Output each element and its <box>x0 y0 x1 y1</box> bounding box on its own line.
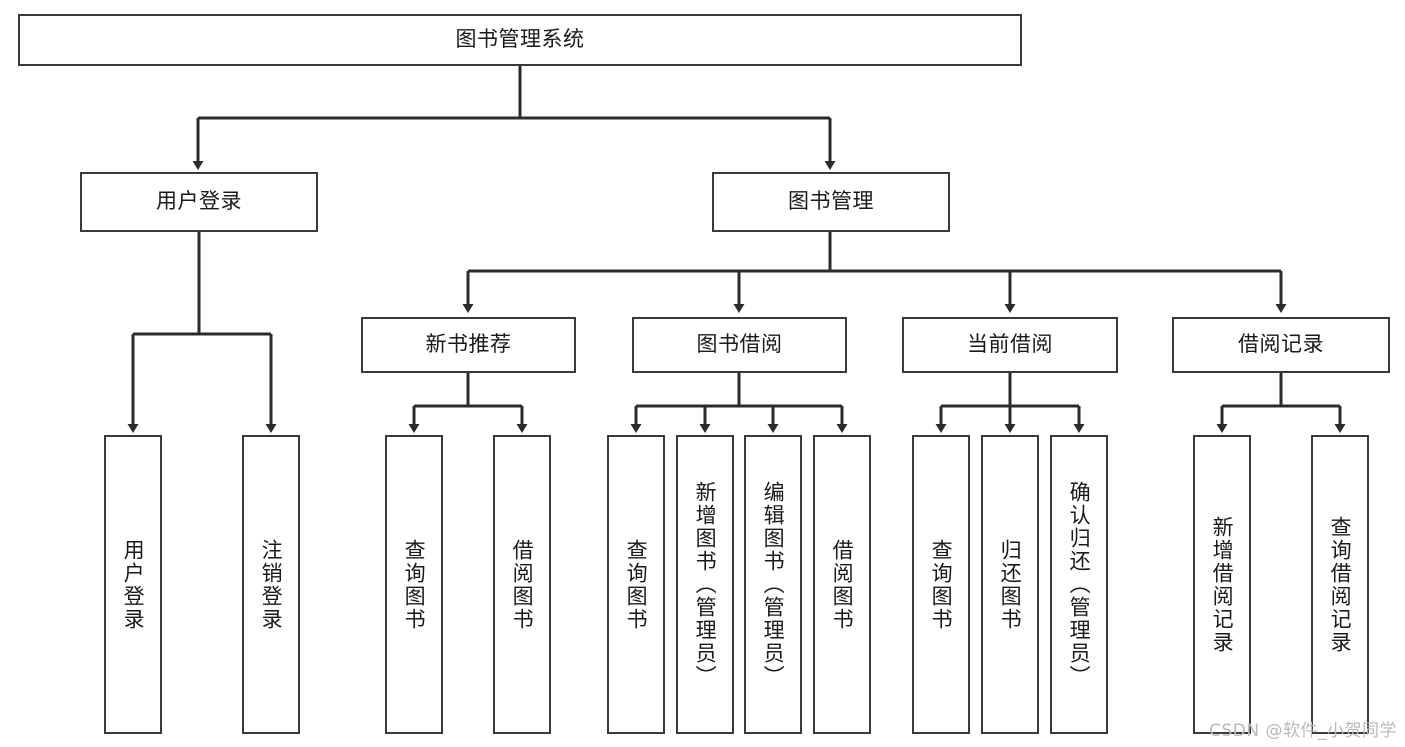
node-leaf-query-book-3[interactable]: 查询图书 <box>912 435 970 734</box>
node-leaf-add-book-label: 新增图书（管理员） <box>693 481 718 688</box>
node-leaf-query-record[interactable]: 查询借阅记录 <box>1311 435 1369 734</box>
node-leaf-user-logout[interactable]: 注销登录 <box>242 435 300 734</box>
node-leaf-confirm-return-label: 确认归还（管理员） <box>1067 481 1092 688</box>
node-leaf-query-book-1-label: 查询图书 <box>402 538 427 631</box>
node-leaf-user-login[interactable]: 用户登录 <box>104 435 162 734</box>
node-new-book-rec[interactable]: 新书推荐 <box>361 317 576 373</box>
node-leaf-add-record[interactable]: 新增借阅记录 <box>1193 435 1251 734</box>
node-new-book-rec-label: 新书推荐 <box>425 332 512 357</box>
node-leaf-user-logout-label: 注销登录 <box>259 538 284 631</box>
node-leaf-user-login-label: 用户登录 <box>121 538 146 631</box>
node-book-borrow[interactable]: 图书借阅 <box>632 317 847 373</box>
node-borrow-record-label: 借阅记录 <box>1238 332 1324 357</box>
node-leaf-borrow-book-2-label: 借阅图书 <box>830 538 855 631</box>
node-borrow-record[interactable]: 借阅记录 <box>1172 317 1390 373</box>
csdn-watermark: CSDN @软件_小贺同学 <box>1209 721 1397 741</box>
node-root[interactable]: 图书管理系统 <box>18 14 1022 66</box>
node-leaf-confirm-return[interactable]: 确认归还（管理员） <box>1050 435 1108 734</box>
node-leaf-return-book-label: 归还图书 <box>998 538 1023 631</box>
node-book-borrow-label: 图书借阅 <box>696 332 783 357</box>
node-root-label: 图书管理系统 <box>455 27 585 52</box>
node-current-borrow[interactable]: 当前借阅 <box>902 317 1118 373</box>
node-leaf-borrow-book-2[interactable]: 借阅图书 <box>813 435 871 734</box>
node-leaf-query-book-3-label: 查询图书 <box>929 538 954 631</box>
node-leaf-return-book[interactable]: 归还图书 <box>981 435 1039 734</box>
node-leaf-borrow-book-1-label: 借阅图书 <box>510 538 535 631</box>
node-current-borrow-label: 当前借阅 <box>967 332 1053 357</box>
node-user-login-label: 用户登录 <box>156 189 242 214</box>
node-leaf-edit-book[interactable]: 编辑图书（管理员） <box>744 435 802 734</box>
node-book-manage[interactable]: 图书管理 <box>712 172 950 232</box>
node-leaf-query-record-label: 查询借阅记录 <box>1328 515 1353 654</box>
node-leaf-query-book-2-label: 查询图书 <box>624 538 649 631</box>
node-leaf-query-book-1[interactable]: 查询图书 <box>385 435 443 734</box>
node-leaf-add-book[interactable]: 新增图书（管理员） <box>676 435 734 734</box>
node-user-login[interactable]: 用户登录 <box>80 172 318 232</box>
node-leaf-query-book-2[interactable]: 查询图书 <box>607 435 665 734</box>
node-leaf-add-record-label: 新增借阅记录 <box>1210 515 1235 654</box>
node-leaf-borrow-book-1[interactable]: 借阅图书 <box>493 435 551 734</box>
node-book-manage-label: 图书管理 <box>788 189 874 214</box>
node-leaf-edit-book-label: 编辑图书（管理员） <box>761 481 786 688</box>
